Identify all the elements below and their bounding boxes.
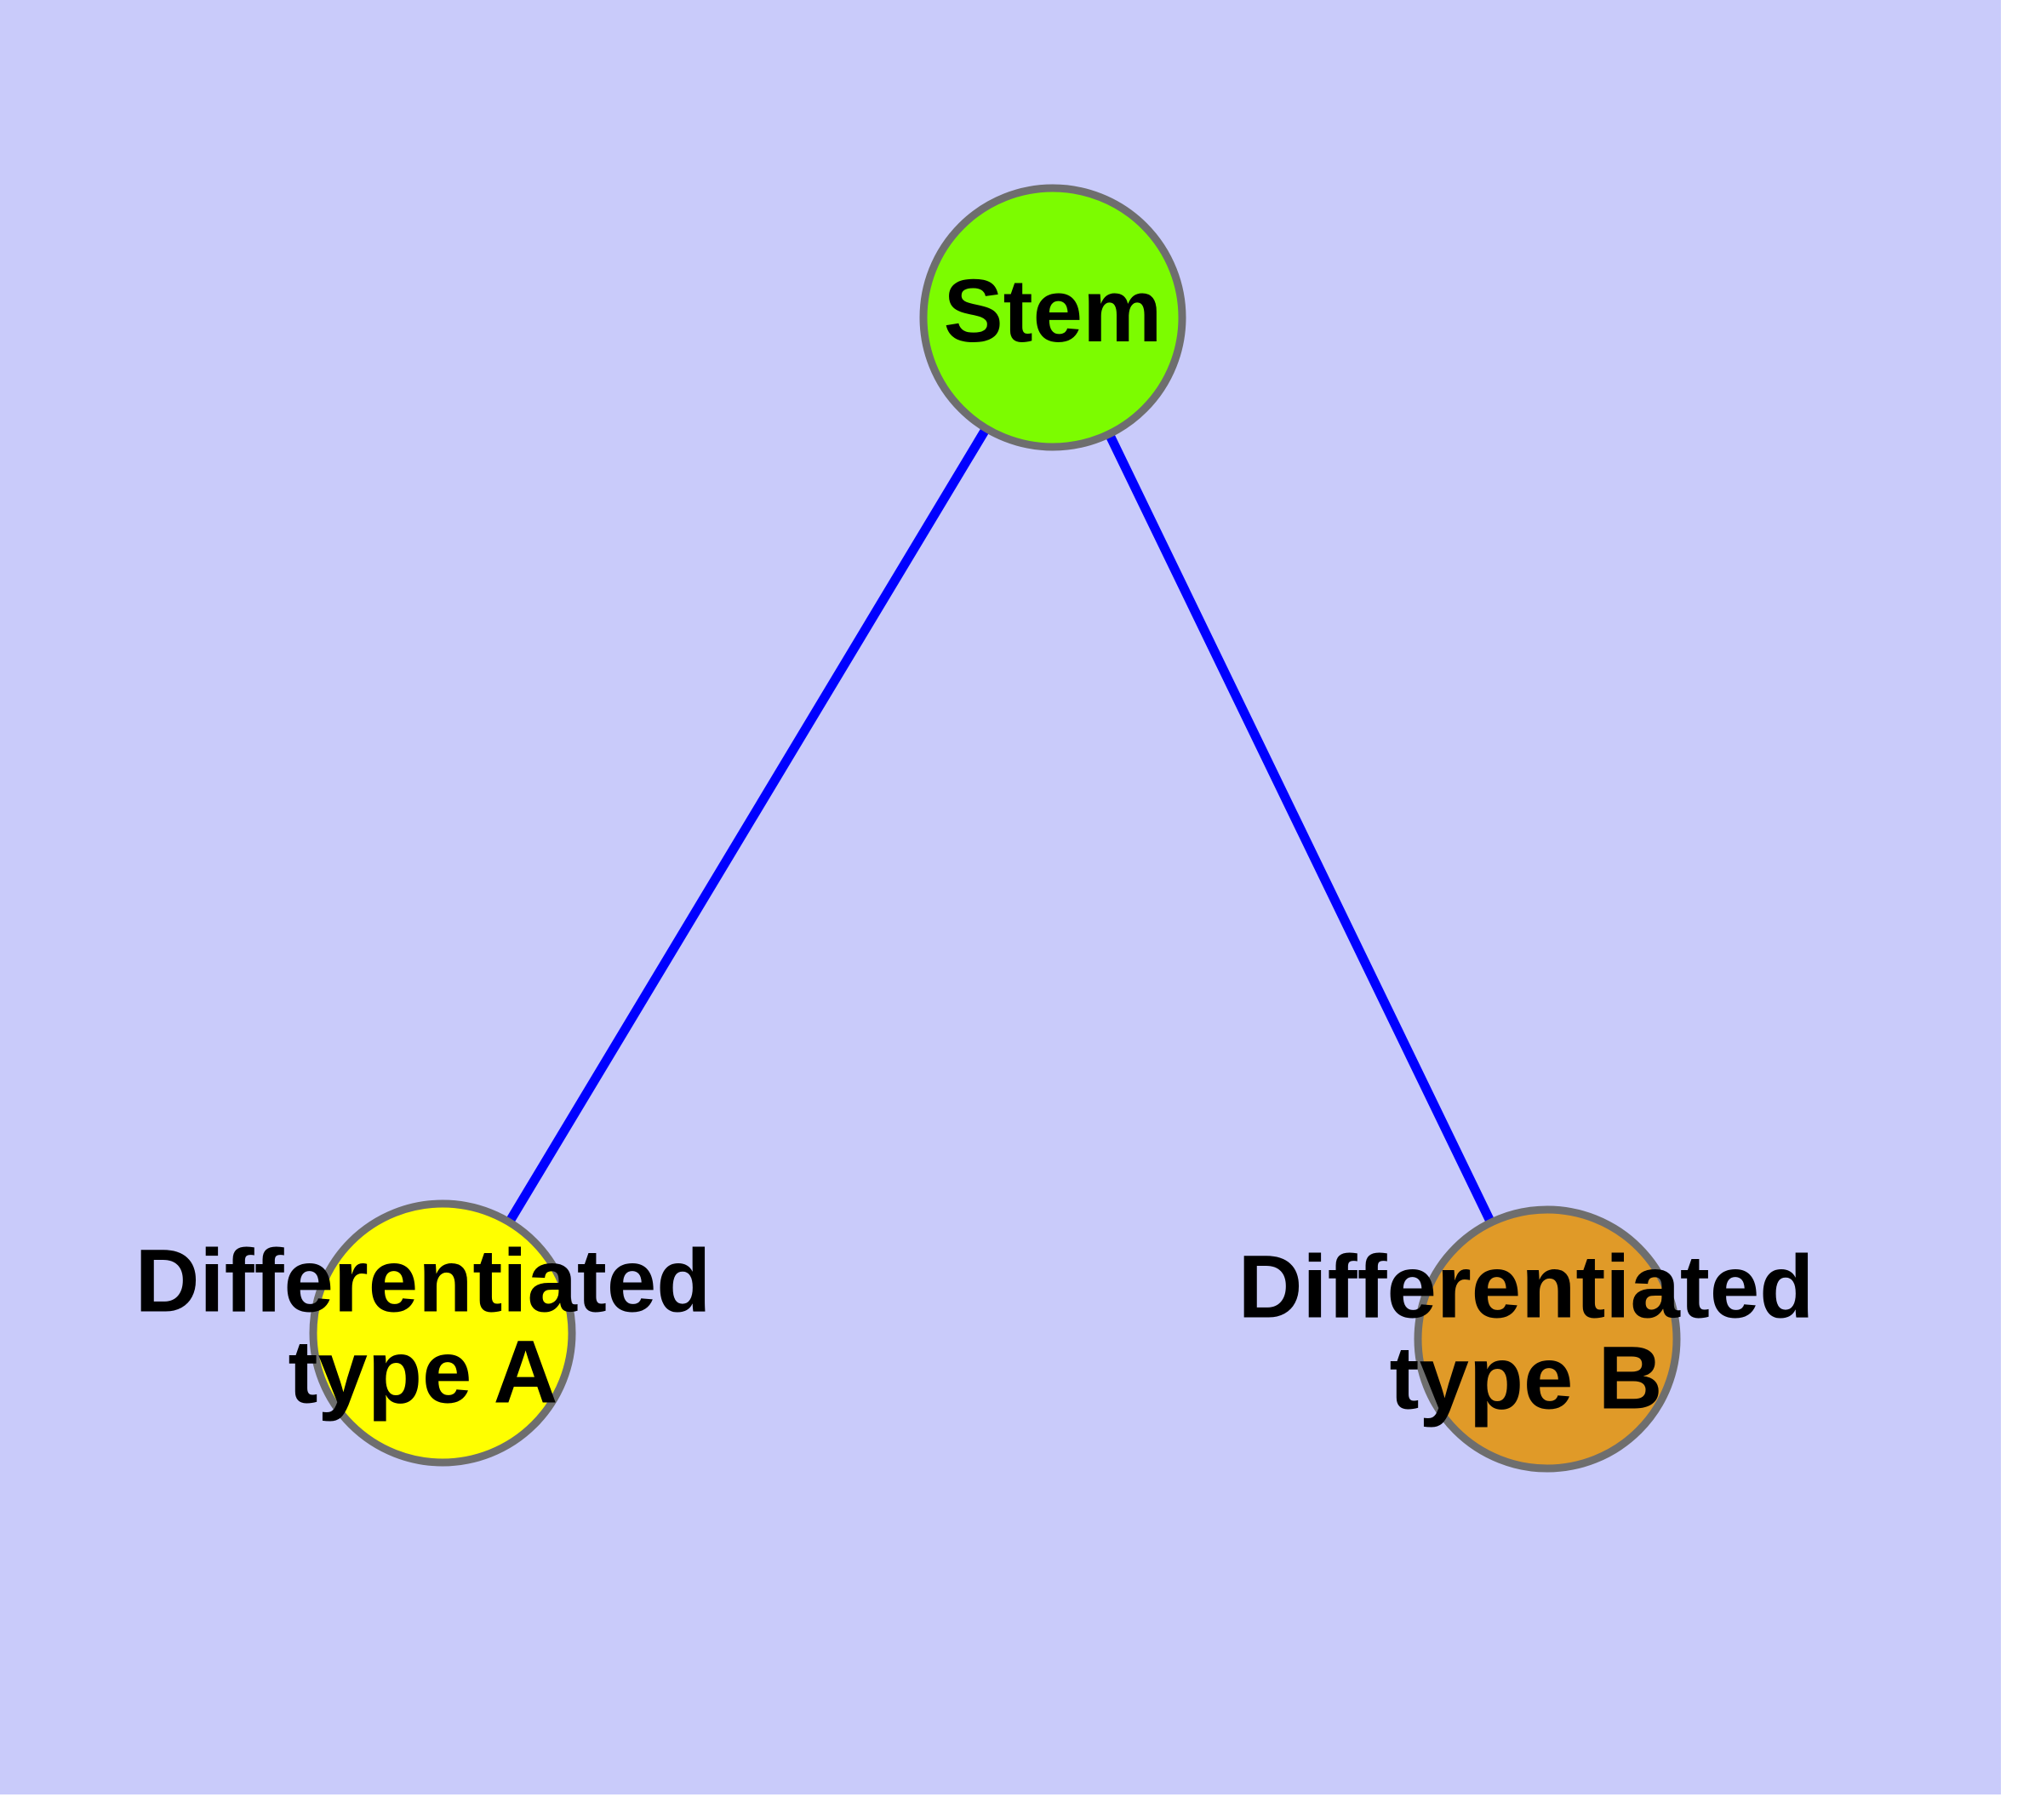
node-stem-circle[interactable] — [919, 184, 1186, 451]
node-stem[interactable]: Stem — [919, 184, 1186, 451]
node-differentiated-type-a-circle[interactable] — [309, 1199, 576, 1467]
edge-layer — [438, 315, 1552, 1342]
node-differentiated-type-b-circle[interactable] — [1414, 1205, 1681, 1473]
edge-stem-to-type-a[interactable] — [438, 315, 1057, 1336]
edge-stem-to-type-b[interactable] — [1049, 315, 1552, 1342]
node-stem-label: Stem — [944, 261, 1163, 361]
